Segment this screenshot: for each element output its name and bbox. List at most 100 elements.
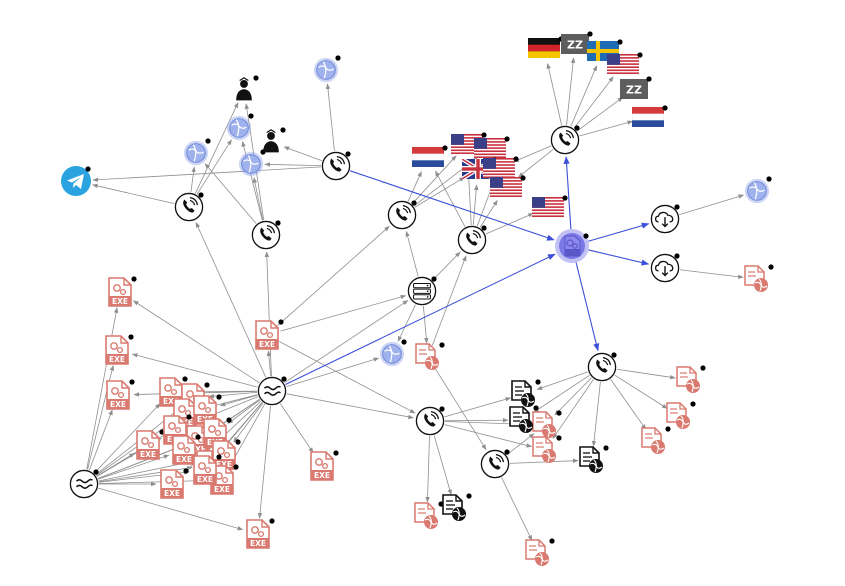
- exe-file-icon[interactable]: EXE: [310, 450, 339, 481]
- edge-phone_5-flag_nl_1: [435, 170, 466, 227]
- web-file-icon[interactable]: [744, 264, 774, 293]
- node-badge-dot: [562, 195, 568, 201]
- edge-exe_4-server: [280, 294, 407, 332]
- exe-file-icon[interactable]: EXE: [106, 379, 135, 410]
- phone-icon[interactable]: [387, 200, 417, 230]
- phone-icon[interactable]: [587, 352, 617, 382]
- web-file-icon[interactable]: [414, 501, 444, 530]
- web-file-icon[interactable]: [641, 426, 671, 455]
- globe-icon[interactable]: [313, 55, 341, 83]
- node-badge-dot: [481, 132, 487, 138]
- globe-icon[interactable]: [183, 138, 211, 166]
- edge-phone_7-docfile_3: [591, 381, 601, 447]
- flag-germany-icon[interactable]: [528, 36, 564, 58]
- flag-usa-icon[interactable]: [490, 175, 526, 197]
- exe-label: EXE: [314, 471, 330, 480]
- web-file-icon[interactable]: [532, 410, 562, 439]
- phone-icon[interactable]: [174, 192, 204, 222]
- flag-netherlands-icon[interactable]: [412, 145, 448, 167]
- flag-usa-icon[interactable]: [483, 156, 519, 178]
- node-badge-dot: [280, 127, 286, 133]
- node-badge-dot: [674, 204, 680, 210]
- phone-icon[interactable]: [480, 449, 510, 479]
- node-badge-dot: [235, 439, 241, 445]
- edge-server-globe_f: [397, 304, 416, 342]
- edge-phone_6-flag_us_1: [573, 76, 614, 129]
- edge-phone_4-flag_us_2: [411, 155, 457, 205]
- edge-cloud_1-globe_e: [679, 194, 745, 216]
- flag-netherlands-icon[interactable]: [632, 105, 668, 127]
- edge-phone_7-webfile_4: [610, 379, 647, 431]
- flag-usa-icon[interactable]: [532, 195, 568, 217]
- web-file-icon[interactable]: [525, 538, 555, 567]
- edge-phone_1-telegram: [92, 183, 175, 205]
- node-badge-dot: [335, 55, 341, 61]
- edge-wave_1-exe_4: [266, 350, 272, 377]
- globe-icon[interactable]: [238, 149, 266, 177]
- edge-wave_1-phone_1: [195, 221, 267, 378]
- node-badge-dot: [439, 406, 445, 412]
- node-badge-dot: [85, 166, 91, 172]
- phone-icon[interactable]: [415, 406, 445, 436]
- server-icon[interactable]: [407, 276, 437, 306]
- globe-icon[interactable]: [226, 113, 254, 141]
- node-badge-dot: [198, 192, 204, 198]
- web-file-icon[interactable]: [676, 365, 706, 394]
- edge-wave_2-exe_19: [98, 478, 207, 484]
- exe-file-icon[interactable]: EXE: [246, 518, 275, 549]
- wave-icon[interactable]: [69, 469, 99, 499]
- edge-wave_1-exe_1: [132, 300, 260, 384]
- flag-usa-icon[interactable]: [474, 136, 510, 158]
- node-badge-dot: [186, 414, 192, 420]
- phone-icon[interactable]: [550, 125, 580, 155]
- flag-sweden-icon[interactable]: [587, 39, 623, 61]
- cloud-download-icon[interactable]: [650, 204, 680, 234]
- exe-file-icon[interactable]: EXE: [210, 464, 239, 495]
- exe-file-icon[interactable]: EXE: [108, 276, 137, 307]
- telegram-icon[interactable]: [61, 166, 91, 196]
- unknown-country-icon[interactable]: ZZ: [561, 31, 593, 54]
- person-icon[interactable]: [262, 127, 286, 154]
- document-web-icon[interactable]: [442, 493, 472, 522]
- document-web-icon[interactable]: [509, 405, 539, 434]
- node-badge-dot: [587, 31, 593, 37]
- phone-icon[interactable]: [457, 225, 487, 255]
- edge-phone_8-webfile_6: [444, 424, 532, 448]
- phone-icon[interactable]: [321, 151, 351, 181]
- edge-phone_6-zz_2: [576, 96, 624, 132]
- edge-phone_9-docfile_3: [509, 458, 579, 464]
- node-badge-dot: [637, 52, 643, 58]
- exe-file-icon[interactable]: EXE: [193, 454, 222, 485]
- node-badge-dot: [556, 410, 562, 416]
- exe-file-icon[interactable]: EXE: [159, 376, 188, 407]
- unknown-country-icon[interactable]: ZZ: [620, 76, 652, 99]
- malware-hub-icon[interactable]: [554, 228, 590, 264]
- web-file-icon[interactable]: [666, 401, 696, 430]
- globe-icon[interactable]: [379, 339, 407, 367]
- document-web-icon[interactable]: [511, 379, 541, 408]
- exe-file-icon[interactable]: EXE: [160, 468, 189, 499]
- flag-usa-icon[interactable]: [451, 132, 487, 154]
- exe-file-icon[interactable]: EXE: [172, 434, 201, 465]
- edge-wave_1-phone_2: [264, 251, 272, 377]
- node-badge-dot: [662, 105, 668, 111]
- exe-file-icon[interactable]: EXE: [255, 319, 284, 350]
- exe-file-icon[interactable]: EXE: [212, 439, 241, 470]
- cloud-download-icon[interactable]: [650, 253, 680, 283]
- web-file-icon[interactable]: [532, 435, 562, 464]
- web-file-icon[interactable]: [415, 342, 445, 371]
- globe-icon[interactable]: [744, 176, 772, 204]
- node-badge-dot: [513, 156, 519, 162]
- document-web-icon[interactable]: [579, 445, 609, 474]
- phone-icon[interactable]: [251, 220, 281, 250]
- edge-phone_8-docfile_4: [433, 435, 452, 496]
- exe-file-icon[interactable]: EXE: [105, 334, 134, 365]
- wave-icon[interactable]: [257, 376, 287, 406]
- person-icon[interactable]: [235, 75, 259, 102]
- flag-usa-icon[interactable]: [607, 52, 643, 74]
- edge-phone_2-globe_d: [252, 177, 264, 221]
- unknown-country-label: ZZ: [567, 39, 583, 52]
- edge-hub-phone_6: [563, 156, 572, 230]
- edge-hub-cloud_2: [588, 249, 650, 266]
